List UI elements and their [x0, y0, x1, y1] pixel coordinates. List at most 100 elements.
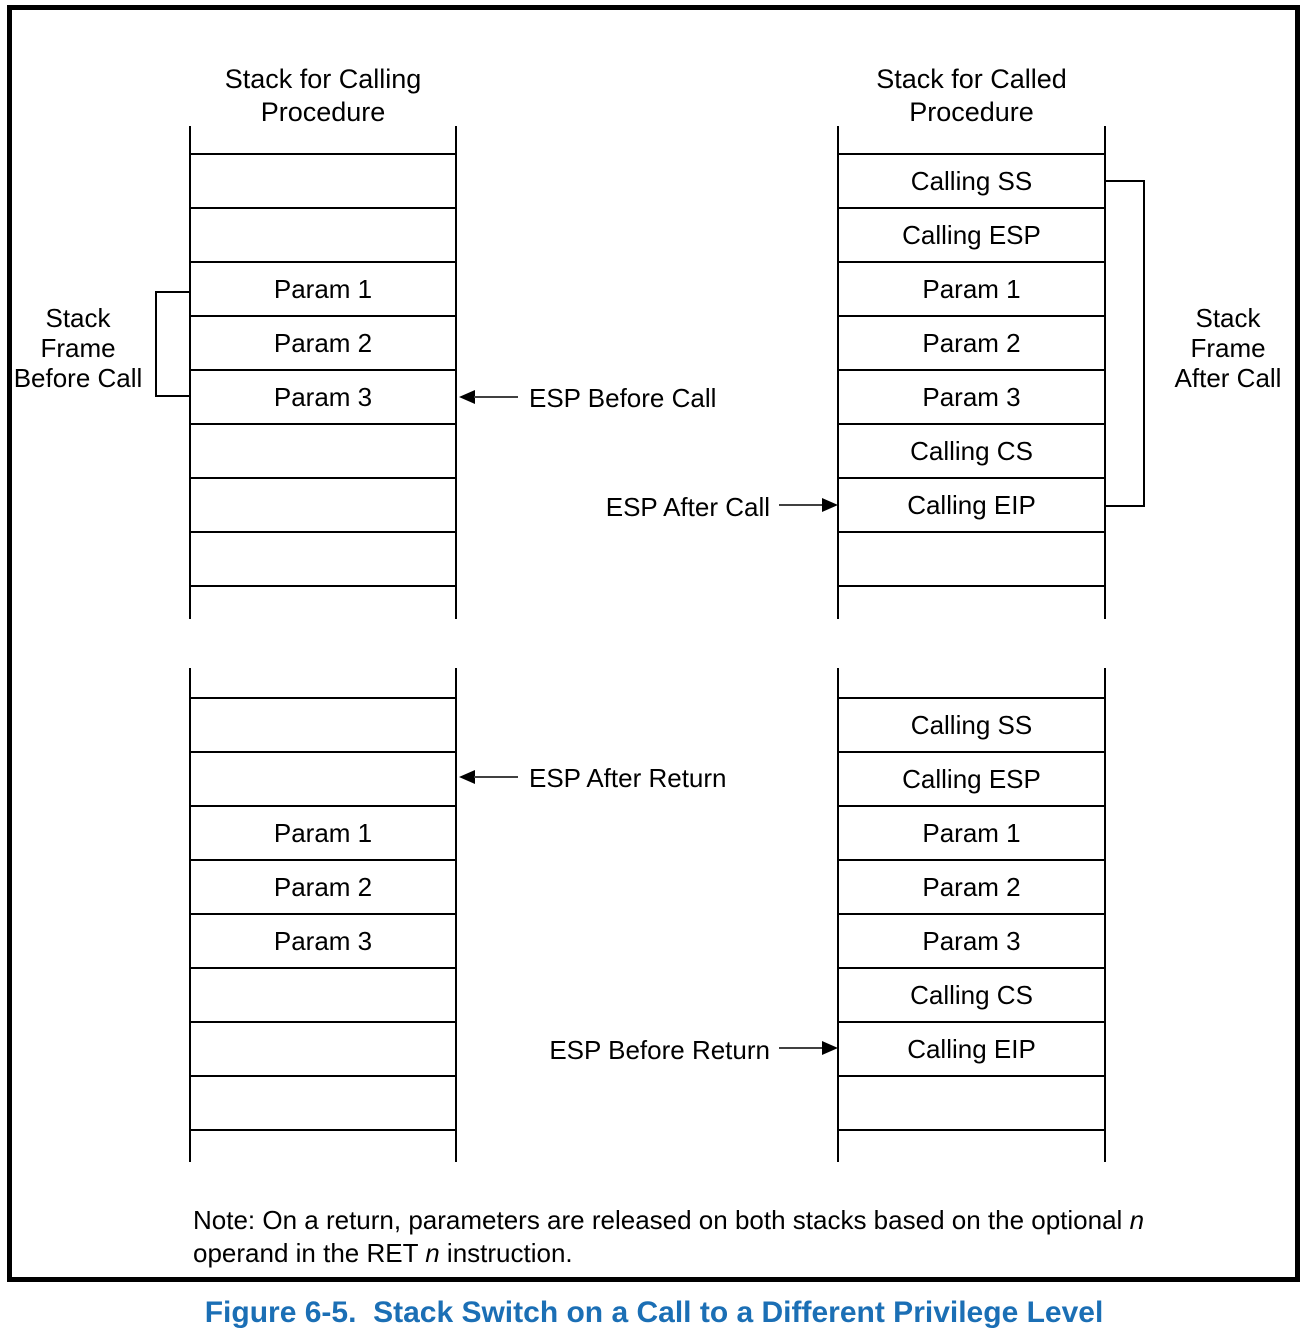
- stack-cell: [189, 207, 457, 261]
- left-stack-title-line2: Procedure: [260, 97, 386, 127]
- cell-label: Param 1: [273, 273, 373, 304]
- stack-cell: Calling EIP: [837, 1021, 1106, 1075]
- note-italic-n: n: [1129, 1205, 1145, 1235]
- cell-label: Param 3: [273, 925, 373, 956]
- note-line2: operand in the RET n instruction.: [193, 1237, 1153, 1270]
- cell-label: Param 2: [273, 327, 373, 358]
- stack-cell: [189, 967, 457, 1021]
- cell-label: Calling ESP: [902, 763, 1041, 794]
- stack-frame-after-call-bracket: [1104, 180, 1145, 507]
- stack-cell: [189, 477, 457, 531]
- figure-border: [7, 5, 1300, 1282]
- stack-cell: [189, 751, 457, 805]
- stack-cells: Param 1 Param 2 Param 3: [189, 697, 457, 1131]
- stack-cell: Param 2: [837, 315, 1106, 369]
- esp-before-return-arrowhead-icon: [822, 1041, 838, 1055]
- cell-label: Param 3: [922, 381, 1021, 412]
- note-text: operand in the RET: [193, 1238, 426, 1268]
- esp-before-call-arrowhead-icon: [459, 390, 475, 404]
- figure-caption: Figure 6-5. Stack Switch on a Call to a …: [204, 1296, 1104, 1329]
- label-line: Stack: [1195, 303, 1261, 333]
- stack-cell: Calling EIP: [837, 477, 1106, 531]
- esp-before-return-arrow-line: [779, 1047, 822, 1049]
- cell-label: Calling ESP: [902, 219, 1041, 250]
- stack-cell: [189, 531, 457, 585]
- label-line: Stack: [45, 303, 111, 333]
- stack-cell: Calling CS: [837, 967, 1106, 1021]
- esp-before-call-arrow-line: [474, 396, 518, 398]
- label-line: Frame: [1190, 333, 1266, 363]
- stack-cell: Param 3: [189, 369, 457, 423]
- stack-cell: Param 2: [189, 315, 457, 369]
- cell-label: Calling SS: [910, 709, 1033, 740]
- left-stack-title: Stack for Calling Procedure: [189, 63, 457, 129]
- stack-frame-before-call-bracket: [155, 291, 191, 397]
- stack-open-bottom: [837, 1131, 1106, 1162]
- stack-open-bottom: [189, 1131, 457, 1162]
- stack-cells: Calling SS Calling ESP Param 1 Param 2 P…: [837, 153, 1106, 587]
- esp-after-call-arrow-line: [779, 504, 822, 506]
- stack-cell: Param 3: [189, 913, 457, 967]
- stack-cell: Calling ESP: [837, 751, 1106, 805]
- stack-cells: Calling SS Calling ESP Param 1 Param 2 P…: [837, 697, 1106, 1131]
- cell-label: Param 1: [273, 817, 373, 848]
- esp-after-return-arrow-line: [474, 776, 518, 778]
- figure-note: Note: On a return, parameters are releas…: [193, 1204, 1153, 1270]
- cell-label: Param 2: [273, 871, 373, 902]
- note-text: Note: On a return, parameters are releas…: [193, 1205, 1130, 1235]
- cell-label: Param 3: [273, 381, 373, 412]
- cell-label: Param 1: [922, 817, 1021, 848]
- stack-cell: [189, 1021, 457, 1075]
- esp-after-call-label: ESP After Call: [605, 492, 770, 522]
- note-italic-n: n: [425, 1238, 440, 1268]
- esp-after-return-arrowhead-icon: [459, 770, 475, 784]
- left-stack-title-line1: Stack for Calling: [224, 64, 422, 94]
- stack-cell: [189, 1075, 457, 1129]
- cell-label: Param 3: [922, 925, 1021, 956]
- stack-open-top: [837, 668, 1106, 697]
- right-stack-title-line2: Procedure: [909, 97, 1034, 127]
- right-stack-title: Stack for Called Procedure: [837, 63, 1106, 129]
- stack-calling-after-return: Param 1 Param 2 Param 3: [189, 668, 457, 1162]
- stack-open-top: [189, 126, 457, 153]
- label-line: Before Call: [13, 363, 143, 393]
- stack-cell: Param 2: [189, 859, 457, 913]
- stack-cell: Param 2: [837, 859, 1106, 913]
- stack-called-after-call: Calling SS Calling ESP Param 1 Param 2 P…: [837, 126, 1106, 619]
- stack-open-top: [837, 126, 1106, 153]
- esp-after-call-arrowhead-icon: [822, 498, 838, 512]
- stack-cell: Param 1: [189, 805, 457, 859]
- stack-cell: [189, 423, 457, 477]
- stack-cell: Param 1: [189, 261, 457, 315]
- note-line1: Note: On a return, parameters are releas…: [193, 1204, 1153, 1237]
- stack-cell: [837, 1075, 1106, 1129]
- stack-cell: Calling SS: [837, 153, 1106, 207]
- cell-label: Calling CS: [910, 979, 1033, 1010]
- cell-label: Calling EIP: [907, 489, 1036, 520]
- stack-cell: [837, 531, 1106, 585]
- stack-cell: [189, 697, 457, 751]
- stack-open-bottom: [189, 587, 457, 619]
- esp-before-call-label: ESP Before Call: [529, 383, 717, 413]
- stack-frame-before-call-label: Stack Frame Before Call: [2, 303, 154, 393]
- cell-label: Param 2: [922, 871, 1021, 902]
- label-line: After Call: [1174, 363, 1282, 393]
- stack-cell: [189, 153, 457, 207]
- stack-called-before-return: Calling SS Calling ESP Param 1 Param 2 P…: [837, 668, 1106, 1162]
- stack-cell: Calling ESP: [837, 207, 1106, 261]
- stack-cell: Calling SS: [837, 697, 1106, 751]
- stack-cell: Param 3: [837, 913, 1106, 967]
- note-text: instruction.: [439, 1238, 573, 1268]
- stack-open-top: [189, 668, 457, 697]
- stack-frame-after-call-label: Stack Frame After Call: [1152, 303, 1304, 393]
- cell-label: Param 1: [922, 273, 1021, 304]
- stack-cell: Param 3: [837, 369, 1106, 423]
- stack-open-bottom: [837, 587, 1106, 619]
- cell-label: Calling EIP: [907, 1033, 1036, 1064]
- right-stack-title-line1: Stack for Called: [876, 64, 1067, 94]
- cell-label: Calling CS: [910, 435, 1033, 466]
- esp-before-return-label: ESP Before Return: [549, 1035, 770, 1065]
- esp-after-return-label: ESP After Return: [529, 763, 727, 793]
- cell-label: Calling SS: [910, 165, 1033, 196]
